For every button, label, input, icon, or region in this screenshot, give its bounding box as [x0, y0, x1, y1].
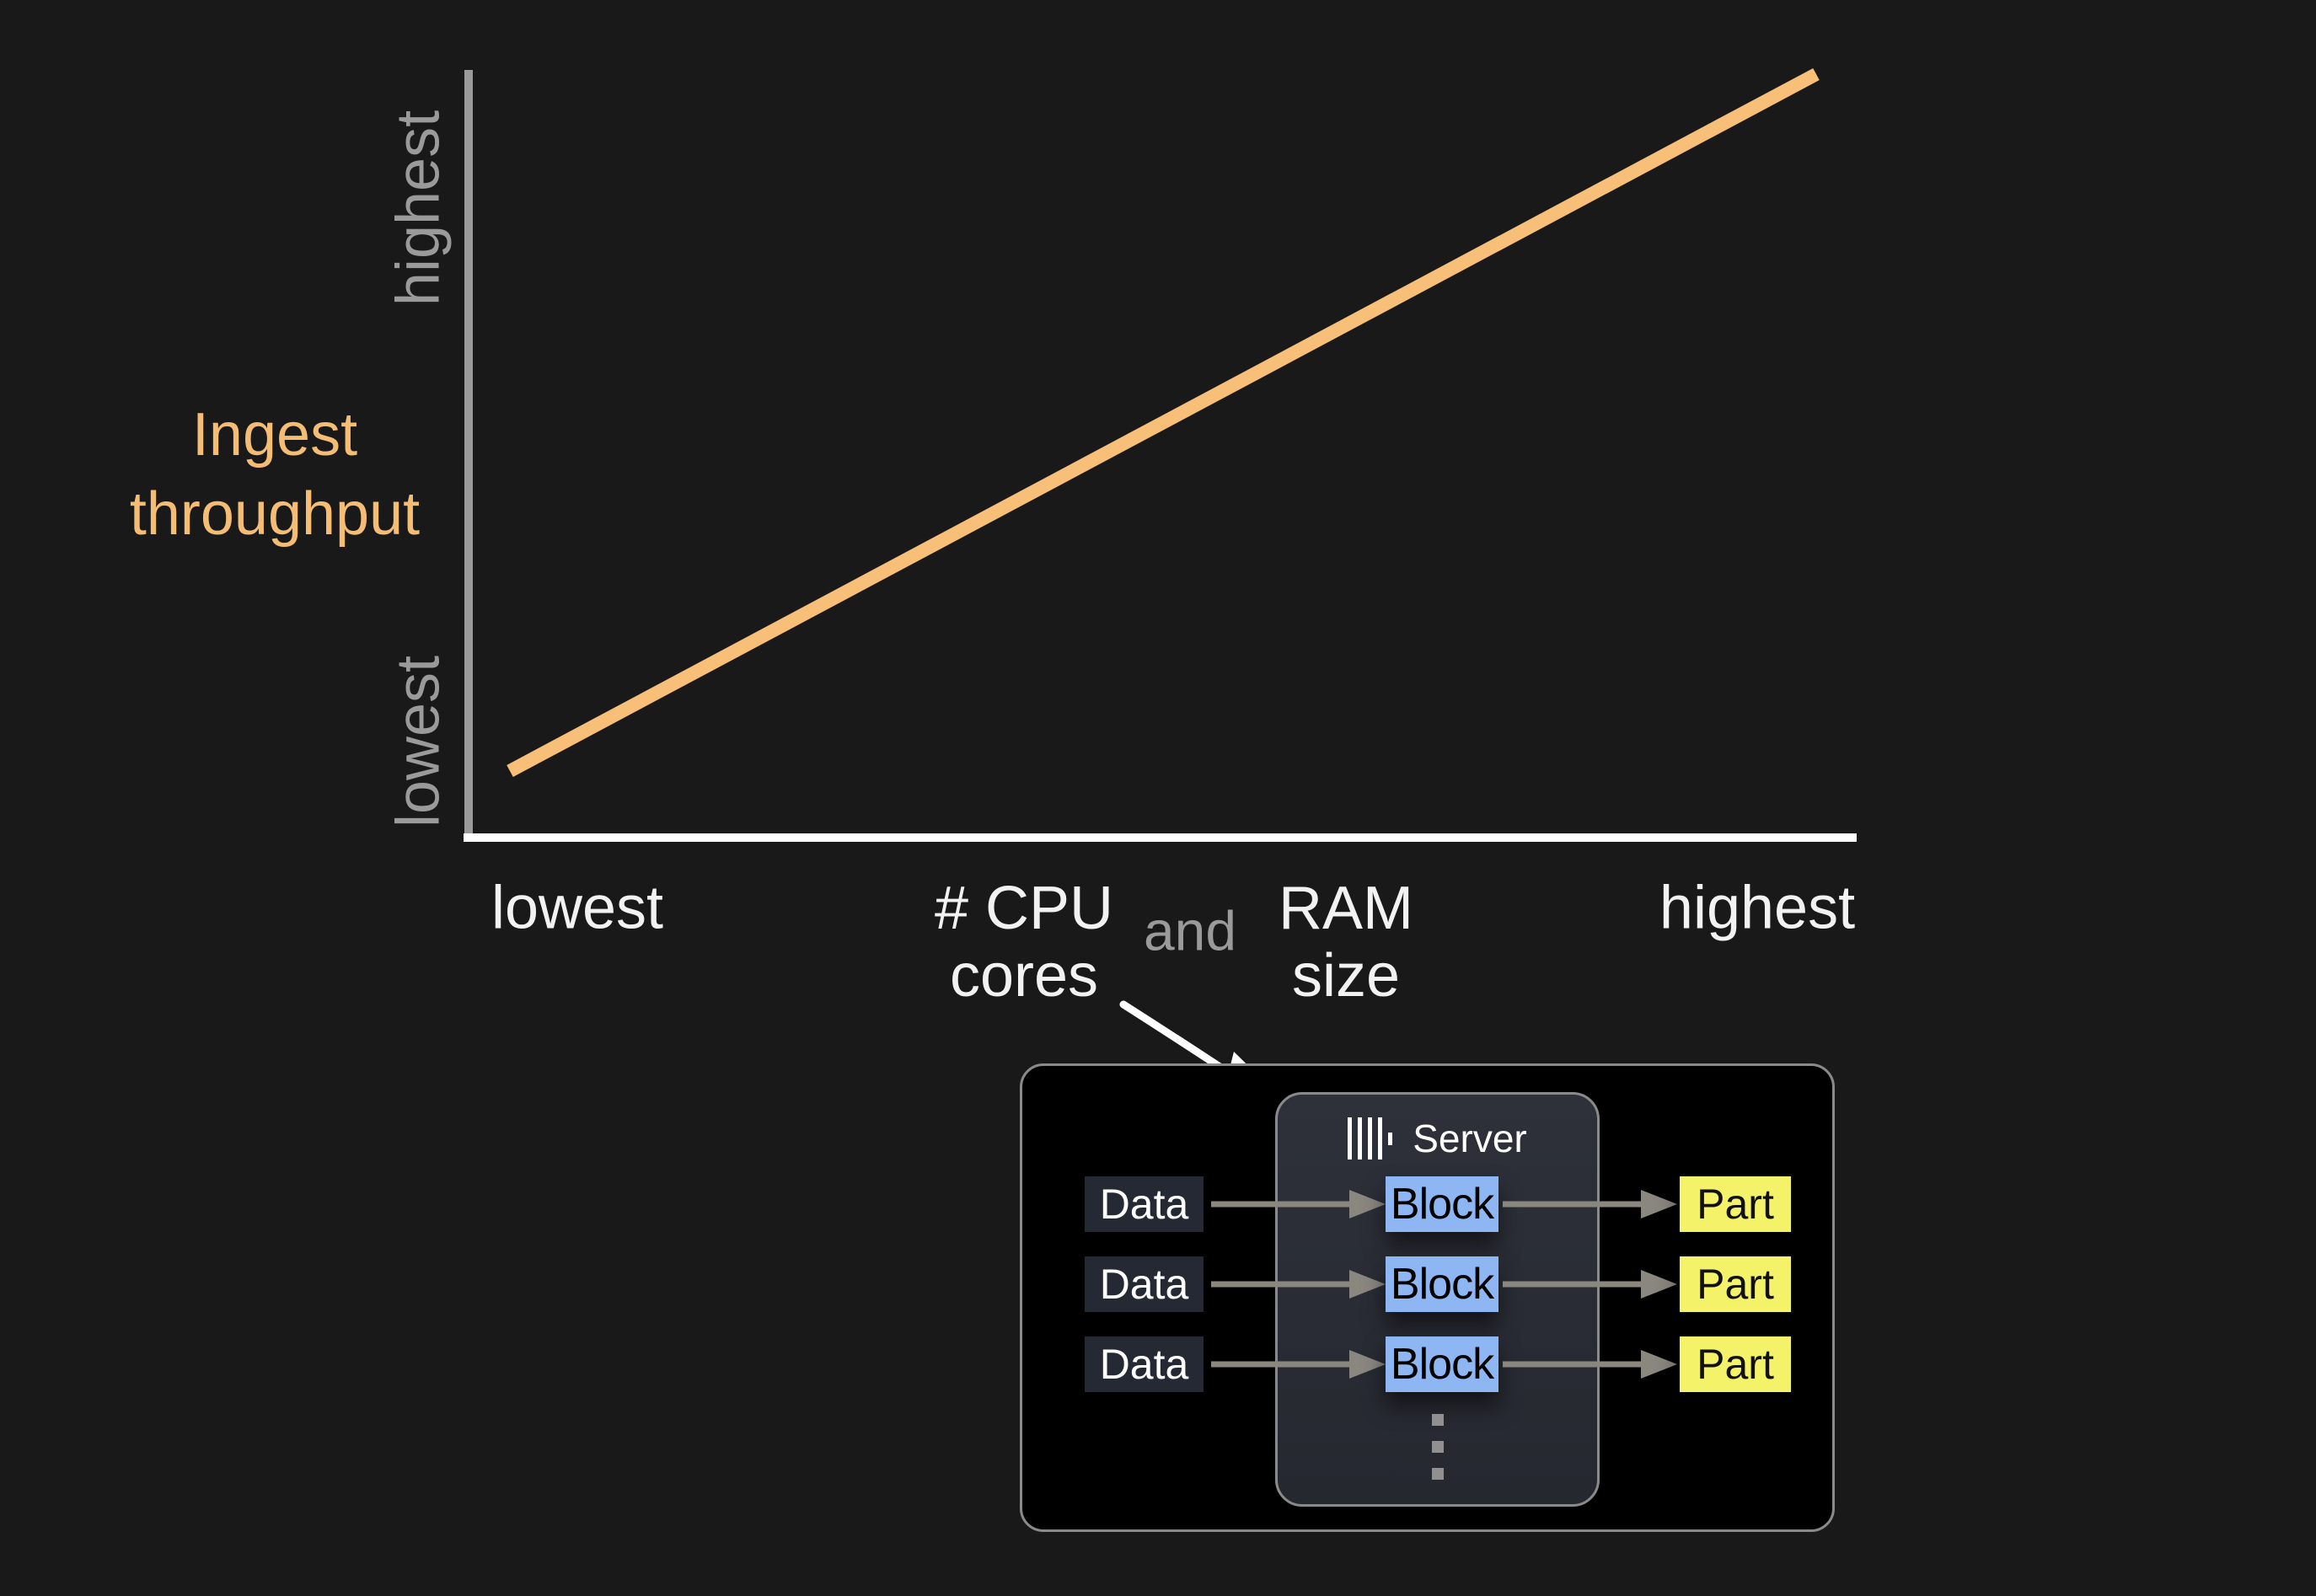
x-axis-label-and: and: [1143, 899, 1237, 962]
flow-arrow-icon: [1211, 1270, 1386, 1299]
y-axis-title-line1: Ingest: [191, 401, 358, 469]
server-label: Server: [1413, 1117, 1527, 1160]
y-axis-tick-lowest: lowest: [384, 655, 453, 828]
flow-arrow-icon: [1503, 1350, 1677, 1379]
x-axis-tick-highest: highest: [1659, 874, 1856, 942]
y-axis-title: Ingest throughput: [130, 395, 420, 554]
part-box: Part: [1680, 1336, 1791, 1392]
x-axis-label-ram-line2: size: [1291, 942, 1401, 1010]
throughput-trend-line: [507, 67, 1820, 778]
x-axis-line: [464, 833, 1857, 842]
data-box: Data: [1085, 1256, 1204, 1312]
block-box: Block: [1386, 1256, 1498, 1312]
part-box: Part: [1680, 1256, 1791, 1312]
x-axis-label-cpu-cores: # CPU cores: [935, 875, 1113, 1010]
x-axis-tick-lowest: lowest: [491, 874, 664, 942]
y-axis-tick-highest: highest: [384, 110, 453, 307]
block-box: Block: [1386, 1176, 1498, 1232]
x-axis-label-ram-size: RAM size: [1279, 875, 1413, 1010]
block-box: Block: [1386, 1336, 1498, 1392]
y-axis-line: [464, 70, 473, 842]
flow-arrow-icon: [1503, 1190, 1677, 1218]
vertical-ellipsis-icon: [1432, 1414, 1444, 1480]
flow-arrow-icon: [1211, 1350, 1386, 1379]
data-box: Data: [1085, 1336, 1204, 1392]
x-axis-label-ram-line1: RAM: [1279, 875, 1413, 942]
y-axis-title-line2: throughput: [129, 480, 421, 548]
server-header: Server: [1275, 1117, 1600, 1160]
data-box: Data: [1085, 1176, 1204, 1232]
flow-arrow-icon: [1211, 1190, 1386, 1218]
x-axis-label-cpu-line1: # CPU: [934, 875, 1114, 942]
x-axis-label-cpu-line2: cores: [949, 942, 1099, 1010]
part-box: Part: [1680, 1176, 1791, 1232]
clickhouse-logo-icon: [1348, 1117, 1393, 1160]
flow-arrow-icon: [1503, 1270, 1677, 1299]
ingest-flow-diagram: Server Data Block Part Data Block Part D…: [1020, 1063, 1835, 1532]
